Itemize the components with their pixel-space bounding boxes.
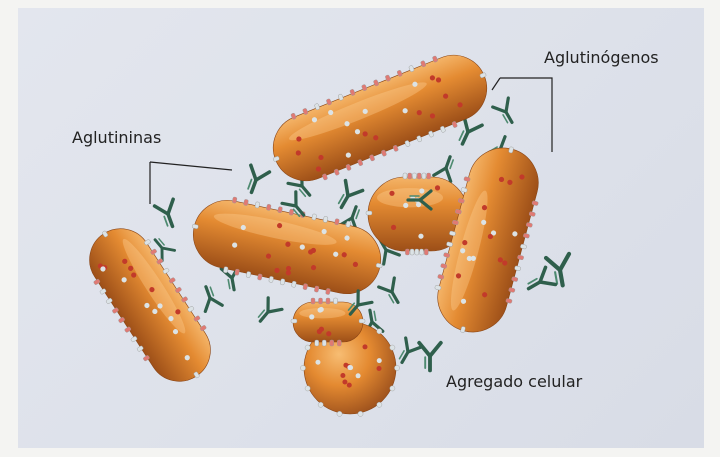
antigen-dot-icon (347, 383, 352, 388)
antigen-dot-icon (390, 345, 395, 350)
antigen-dot-icon (377, 358, 382, 363)
bacteria-group (73, 41, 550, 417)
antigen-dot-icon (420, 249, 424, 255)
antigen-dot-icon (359, 319, 365, 323)
antibody-icon (197, 284, 222, 312)
antigen-dot-icon (309, 314, 314, 319)
antigen-dot-icon (377, 366, 382, 371)
antigen-dot-icon (319, 298, 323, 304)
antigen-dot-icon (410, 249, 414, 255)
antigen-dot-icon (389, 191, 394, 196)
antigen-dot-icon (317, 307, 322, 312)
bacterium-icon (184, 190, 390, 305)
antigen-dot-icon (315, 340, 319, 346)
antigen-dot-icon (416, 202, 421, 207)
antigen-dot-icon (358, 411, 363, 416)
agglutinins-label: Aglutininas (72, 128, 161, 147)
antigen-dot-icon (322, 340, 326, 346)
antigen-dot-icon (403, 173, 407, 179)
bacterium-icon (291, 298, 365, 346)
antibody-icon (333, 181, 363, 213)
antigen-dot-icon (427, 173, 431, 179)
antigen-dot-icon (408, 173, 412, 179)
antigen-dot-icon (305, 386, 310, 391)
antigen-dot-icon (419, 188, 424, 193)
antibody-icon (394, 338, 421, 367)
antibody-icon (242, 165, 269, 196)
antibody-icon (155, 199, 182, 230)
antibody-icon (524, 267, 556, 297)
antigen-dot-icon (405, 249, 409, 255)
antigen-dot-icon (340, 373, 345, 378)
antigen-dot-icon (424, 249, 428, 255)
antigen-dot-icon (326, 298, 330, 304)
antigen-dot-icon (319, 327, 324, 332)
antigen-dot-icon (394, 365, 399, 370)
antigen-dot-icon (412, 173, 416, 179)
antigen-dot-icon (291, 319, 297, 323)
antigen-dot-icon (390, 386, 395, 391)
antigen-dot-icon (347, 365, 352, 370)
antigen-dot-icon (318, 402, 323, 407)
antigen-dot-icon (305, 345, 310, 350)
antigen-dot-icon (311, 298, 315, 304)
agglutinins-leader-branch (150, 162, 232, 170)
agglutinogens-label: Aglutinógenos (544, 48, 659, 67)
antigen-dot-icon (377, 402, 382, 407)
antigen-dot-icon (415, 249, 419, 255)
antigen-dot-icon (391, 225, 396, 230)
antigen-dot-icon (300, 365, 305, 370)
antigen-dot-icon (363, 344, 368, 349)
antigen-dot-icon (326, 331, 331, 336)
antigen-dot-icon (330, 340, 334, 346)
antigen-dot-icon (337, 340, 341, 346)
antigen-dot-icon (377, 329, 382, 334)
antigen-dot-icon (418, 234, 423, 239)
antigen-dot-icon (337, 411, 342, 416)
antibody-icon (253, 298, 282, 327)
bacterium-icon (260, 41, 500, 195)
antigen-dot-icon (435, 185, 440, 190)
cell-aggregate-label: Agregado celular (446, 372, 582, 391)
antigen-dot-icon (356, 373, 361, 378)
antibody-icon (379, 278, 406, 307)
antigen-dot-icon (366, 211, 372, 215)
antigen-dot-icon (334, 298, 338, 304)
antigen-dot-icon (403, 203, 408, 208)
agglutinogens-leader-branch (492, 78, 500, 90)
antibody-icon (493, 98, 520, 127)
antigen-dot-icon (315, 360, 320, 365)
antigen-dot-icon (417, 173, 421, 179)
antigen-dot-icon (422, 173, 426, 179)
antigen-dot-icon (342, 380, 347, 385)
